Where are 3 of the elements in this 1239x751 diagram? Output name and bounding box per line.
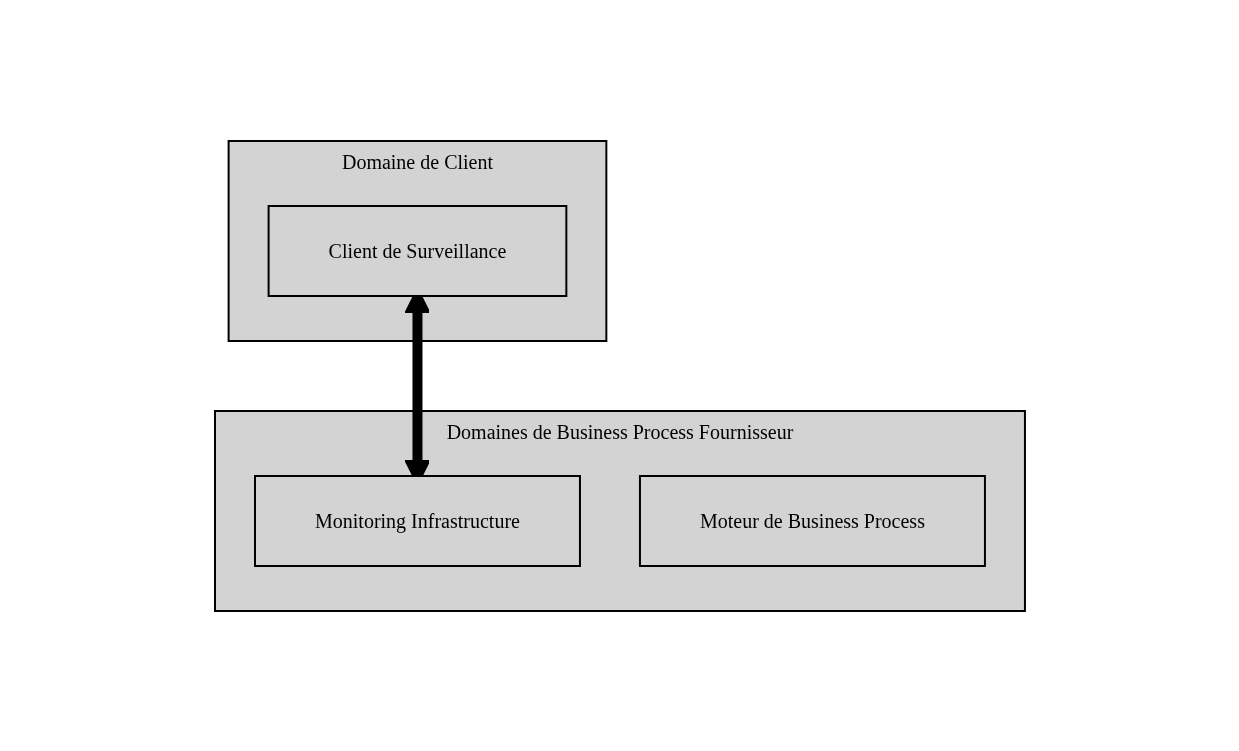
node-box: Moteur de Business Process	[638, 474, 986, 567]
node-box: Monitoring Infrastructure	[253, 474, 581, 567]
node-box: Client de Surveillance	[267, 204, 567, 297]
